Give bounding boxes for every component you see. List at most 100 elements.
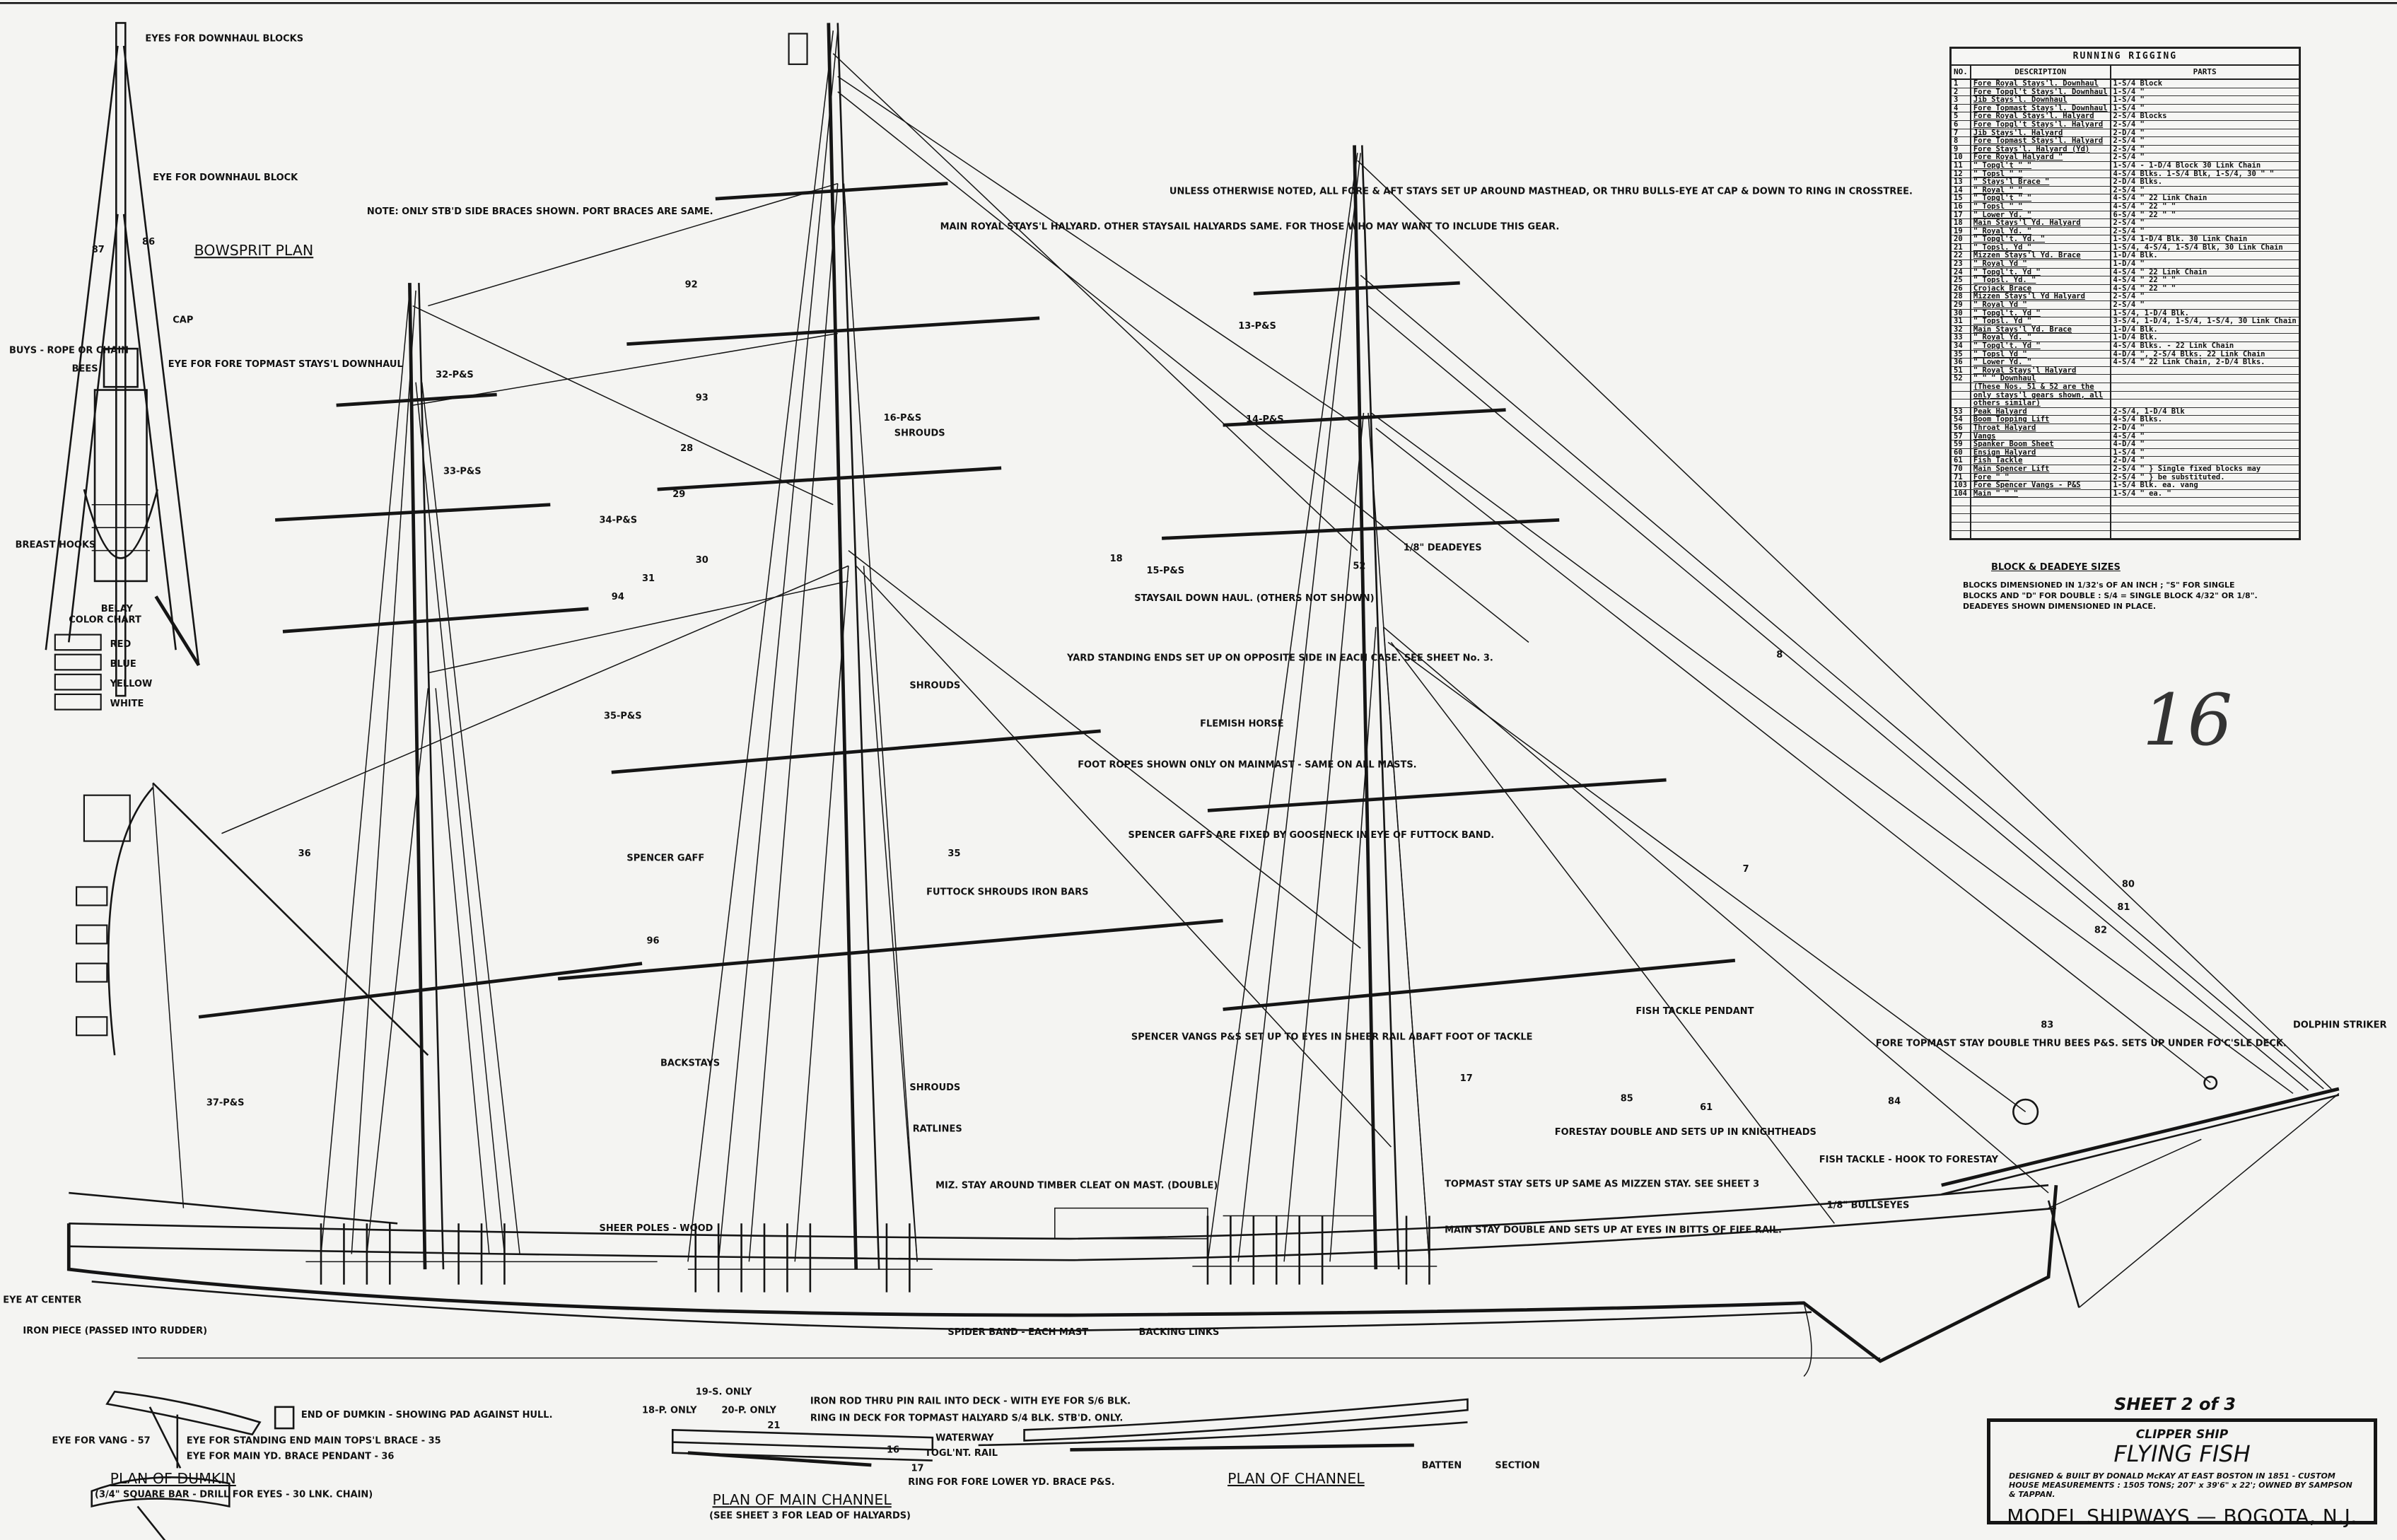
note-backing-links: BACKING LINKS <box>1139 1327 1220 1338</box>
cell-parts: 1-D/4 Blk. <box>2109 333 2300 342</box>
dumkin-label: EYE FOR MAIN YD. BRACE PENDANT - 36 <box>187 1451 395 1462</box>
cell-parts: 1-S/4 " <box>2109 448 2300 457</box>
cell-no: 20 <box>1949 235 1971 244</box>
line-number: 52 <box>1353 561 1365 572</box>
cell-desc: " Topsl. Yd " <box>1969 317 2111 326</box>
cell-desc: Main " " " <box>1969 489 2111 498</box>
cell-desc: Mizzen Stays'l Yd Halyard <box>1969 292 2111 302</box>
note-fish-tackle: FISH TACKLE - HOOK TO FORESTAY <box>1819 1155 1999 1165</box>
cell-no: 17 <box>1949 211 1971 220</box>
cell-parts: 4-D/4 " <box>2109 440 2300 449</box>
cell-parts: 2-D/4 " <box>2109 129 2300 138</box>
note-foot-ropes: FOOT ROPES SHOWN ONLY ON MAINMAST - SAME… <box>1078 760 1416 771</box>
note-iron-piece: IRON PIECE (PASSED INTO RUDDER) <box>23 1326 207 1336</box>
table-row: 34" Topgl't. Yd "4-S/4 Blks. - 22 Link C… <box>1949 342 2300 351</box>
bowsprit <box>1941 1075 2340 1308</box>
main-channel-label: 17 <box>911 1464 924 1474</box>
note-spencer-gaff: SPENCER GAFF <box>626 853 704 864</box>
table-row: 51" Royal Stays'l Halyard <box>1949 366 2300 375</box>
cell-desc: " Topsl. Yd " <box>1969 243 2111 252</box>
line-number: 32-P&S <box>436 370 474 380</box>
sheet-number: SHEET 2 of 3 <box>2114 1394 2236 1414</box>
bowsprit-plan-title: BOWSPRIT PLAN <box>194 242 314 259</box>
color-swatch-white <box>54 693 102 711</box>
table-row <box>1949 506 2300 515</box>
cell-no <box>1949 399 1971 408</box>
bowsprit-label: BELAY <box>101 604 134 614</box>
cell-desc: " Topgl't. Yd " <box>1969 268 2111 277</box>
cell-parts: 2-S/4, 1-D/4 Blk <box>2109 407 2300 416</box>
cell-desc: Jib Stays'l. Halyard <box>1969 129 2111 138</box>
cell-parts: 2-S/4 " } be substituted. <box>2109 473 2300 482</box>
cell-no: 4 <box>1949 104 1971 113</box>
cell-no <box>1949 513 1971 523</box>
cell-parts: 2-S/4 " <box>2109 186 2300 195</box>
cell-parts <box>2109 366 2300 375</box>
line-number: 94 <box>612 592 624 602</box>
line-number: 80 <box>2122 879 2135 889</box>
note-bullseyes: 1/8" BULLSEYES <box>1827 1201 1910 1211</box>
cell-no: 3 <box>1949 95 1971 105</box>
dumkin-label: EYE FOR STANDING END MAIN TOPS'L BRACE -… <box>187 1436 441 1447</box>
cell-no: 36 <box>1949 358 1971 367</box>
cell-desc <box>1969 530 2111 540</box>
line-number: 87 <box>92 245 105 255</box>
note-shrouds: SHROUDS <box>909 1083 960 1093</box>
main-mast <box>221 23 1529 1270</box>
main-channel-label: RING IN DECK FOR TOPMAST HALYARD S/4 BLK… <box>810 1413 1123 1423</box>
color-label: WHITE <box>110 699 144 709</box>
column-header-parts: PARTS <box>2109 65 2300 80</box>
color-chart-title: COLOR CHART <box>69 614 141 625</box>
channel-label: SECTION <box>1495 1460 1539 1471</box>
cell-parts <box>2109 497 2300 506</box>
cell-desc: only stays'l gears shown, all <box>1969 391 2111 400</box>
table-row: 11" Topgl't " "1-S/4 - 1-D/4 Block 30 Li… <box>1949 161 2300 170</box>
cell-parts <box>2109 374 2300 383</box>
note-yard-standing: YARD STANDING ENDS SET UP ON OPPOSITE SI… <box>1066 653 1493 663</box>
cell-no: 13 <box>1949 177 1971 187</box>
cell-parts: 1-S/4, 1-D/4 Blk. <box>2109 309 2300 318</box>
cell-no: 53 <box>1949 407 1971 416</box>
cell-desc <box>1969 497 2111 506</box>
cell-desc: Fore Topgl't Stays'l. Downhaul <box>1969 88 2111 97</box>
note-fore-topmast-stay: FORE TOPMAST STAY DOUBLE THRU BEES P&S. … <box>1876 1038 2287 1049</box>
main-channel-subtitle: (SEE SHEET 3 FOR LEAD OF HALYARDS) <box>709 1511 911 1522</box>
cell-parts: 2-S/4 " <box>2109 218 2300 228</box>
line-number: 29 <box>672 489 685 500</box>
line-number: 36 <box>298 848 311 859</box>
cell-parts: 4-S/4 Blks. 1-S/4 Blk, 1-S/4, 30 " " <box>2109 170 2300 179</box>
line-number: 8 <box>1776 650 1783 660</box>
cell-no: 11 <box>1949 161 1971 170</box>
table-row: 19" Royal Yd. "2-S/4 " <box>1949 227 2300 236</box>
cell-desc: " Topgl't. Yd " <box>1969 309 2111 318</box>
cell-desc: Mizzen Stays'l Yd. Brace <box>1969 251 2111 261</box>
main-channel-label: 16 <box>887 1445 899 1456</box>
cell-no: 59 <box>1949 440 1971 449</box>
line-number: 14-P&S <box>1246 414 1284 425</box>
cell-desc: Fore Royal Stays'l. Halyard <box>1969 112 2111 121</box>
table-row: (These Nos. 51 & 52 are the <box>1949 383 2300 392</box>
cell-desc: Fore Topgl't Stays'l. Halyard <box>1969 120 2111 129</box>
cell-parts: 4-S/4 " 22 Link Chain <box>2109 194 2300 203</box>
cell-desc: " Topsl " " <box>1969 170 2111 179</box>
signal-flags <box>76 787 154 1056</box>
cell-desc: Fore " " <box>1969 473 2111 482</box>
line-number: 30 <box>696 555 708 566</box>
line-number: 18 <box>1110 554 1123 564</box>
cell-no: 29 <box>1949 301 1971 310</box>
cell-no: 56 <box>1949 424 1971 433</box>
line-number: 28 <box>680 443 693 454</box>
table-row: 16" Topsl " "4-S/4 " 22 " " <box>1949 202 2300 211</box>
cell-no: 6 <box>1949 120 1971 129</box>
cell-no: 51 <box>1949 366 1971 375</box>
